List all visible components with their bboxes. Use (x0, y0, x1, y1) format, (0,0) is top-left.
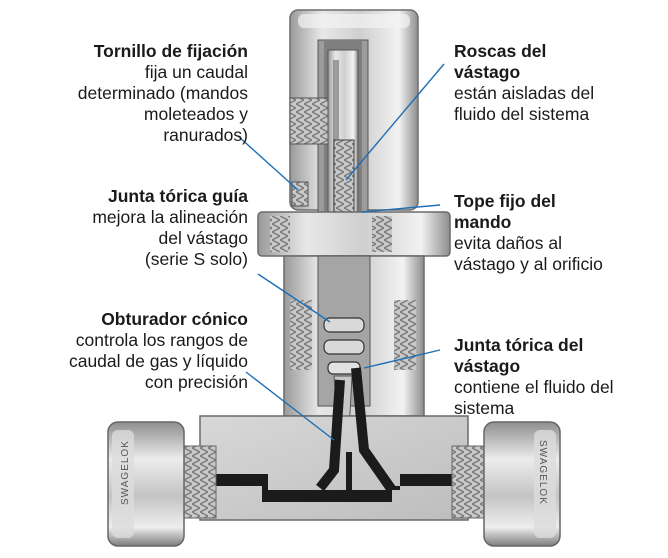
callout-desc-line: con precisión (144, 372, 248, 392)
leader-stem-threads (345, 63, 445, 181)
leader-stem-oring (363, 349, 441, 369)
callout-desc-line: caudal de gas y líquido (68, 351, 248, 371)
callout-handle-stop: Tope fijo del mando evita daños al vásta… (454, 191, 664, 275)
callout-desc-line: evita daños al (454, 233, 562, 253)
callout-stem-oring: Junta tórica del vástago contiene el flu… (454, 335, 666, 419)
callout-desc-line: moleteados y (143, 104, 248, 124)
callout-desc-line: fluido del sistema (454, 104, 590, 124)
callout-desc-line: contiene el fluido del (454, 377, 614, 397)
leader-set-screw (237, 135, 299, 191)
callout-desc-line: vástago y al orificio (454, 254, 603, 274)
leader-guide-oring (257, 273, 331, 323)
callout-desc-line: están aisladas del (454, 83, 595, 103)
callout-title-line: vástago (454, 62, 521, 82)
callout-desc-line: del vástago (158, 228, 248, 248)
callout-title: Tornillo de fijación (93, 41, 248, 61)
leader-lines (237, 63, 445, 441)
callout-desc-line: ranurados) (163, 125, 248, 145)
callout-stem-threads: Roscas del vástago están aisladas del fl… (454, 41, 664, 125)
right-fitting (451, 421, 561, 547)
callout-desc-line: fija un caudal (144, 62, 248, 82)
left-fitting (107, 421, 217, 547)
right-nut-label: SWAGELOK (537, 440, 548, 505)
callout-guide-oring: Junta tórica guía mejora la alineación d… (8, 186, 248, 270)
callout-title-line: Junta tórica del (454, 335, 584, 355)
callout-desc-line: (serie S solo) (144, 249, 248, 269)
leader-tapered-plug (245, 371, 335, 441)
callout-title-line: Roscas del (454, 41, 547, 61)
left-nut-label: SWAGELOK (120, 440, 131, 505)
callout-title: Obturador cónico (101, 309, 248, 329)
callout-desc-line: determinado (mandos (77, 83, 248, 103)
callout-title: Junta tórica guía (107, 186, 248, 206)
set-screw (289, 97, 329, 207)
flow-path (150, 452, 520, 502)
callout-title-line: Tope fijo del (454, 191, 556, 211)
body-neck (283, 255, 425, 417)
leader-handle-stop (361, 204, 441, 213)
callout-title-line: mando (454, 212, 512, 232)
callout-set-screw: Tornillo de fijación fija un caudal dete… (8, 41, 248, 146)
callout-title-line: vástago (454, 356, 521, 376)
callout-desc-line: controla los rangos de (75, 330, 248, 350)
stem-orings (323, 317, 365, 375)
callout-desc-line: mejora la alineación (92, 207, 248, 227)
panel-nut (257, 211, 451, 257)
callout-tapered-plug: Obturador cónico controla los rangos de … (0, 309, 248, 393)
callout-desc-line: sistema (454, 398, 515, 418)
